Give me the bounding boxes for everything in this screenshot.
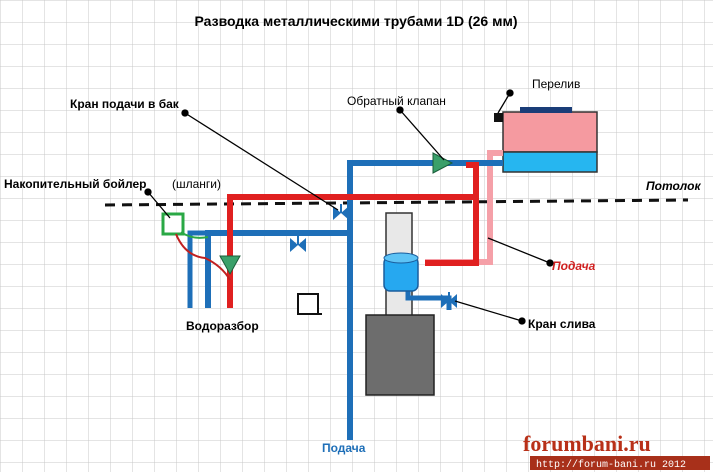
label-water-outlet: Водоразбор xyxy=(186,319,259,333)
leader-drain-valve xyxy=(454,300,523,322)
leader-supply-red xyxy=(487,237,551,264)
label-drain-valve: Кран слива xyxy=(528,317,596,331)
hose-hot xyxy=(175,233,231,281)
watermark-banner xyxy=(530,456,710,470)
tank-hot-section xyxy=(502,111,598,153)
overflow-outlet xyxy=(494,113,503,122)
leader-storage-boiler xyxy=(147,191,171,219)
storage-boiler-box xyxy=(161,212,185,236)
label-hoses: (шланги) xyxy=(172,177,221,191)
leader-check-valve xyxy=(399,109,445,161)
label-supply-red: Подача xyxy=(552,259,596,273)
label-tank-supply-valve: Кран подачи в бак xyxy=(70,97,180,111)
stove-body xyxy=(365,314,435,396)
blue-boiler-pipe xyxy=(187,230,208,308)
blue-stove-outlet xyxy=(405,290,452,310)
drain-valve xyxy=(441,292,457,308)
label-supply-blue: Подача xyxy=(322,441,366,455)
check-valve-left xyxy=(219,255,241,276)
red-stove-pipe xyxy=(425,170,479,266)
label-ceiling: Потолок xyxy=(646,179,701,193)
leader-tank-supply-valve xyxy=(184,112,339,211)
label-overflow: Перелив xyxy=(532,77,580,91)
diagram-title: Разводка металлическими трубами 1D (26 м… xyxy=(195,13,518,29)
leader-overflow xyxy=(497,92,511,114)
tank-cold-section xyxy=(502,151,598,173)
tank-lid xyxy=(520,107,572,113)
watermark-site: forumbani.ru xyxy=(523,431,651,456)
water-outlet-valve xyxy=(290,236,306,252)
ceiling-line xyxy=(104,198,689,207)
heat-exchanger-top xyxy=(383,252,419,264)
watermark-url: http://forum-bani.ru 2012 xyxy=(536,459,686,471)
hose-cold xyxy=(180,231,209,239)
label-storage-boiler: Накопительный бойлер xyxy=(4,177,147,191)
small-box xyxy=(297,293,319,315)
tank-supply-valve xyxy=(333,204,349,220)
label-check-valve: Обратный клапан xyxy=(347,94,446,108)
